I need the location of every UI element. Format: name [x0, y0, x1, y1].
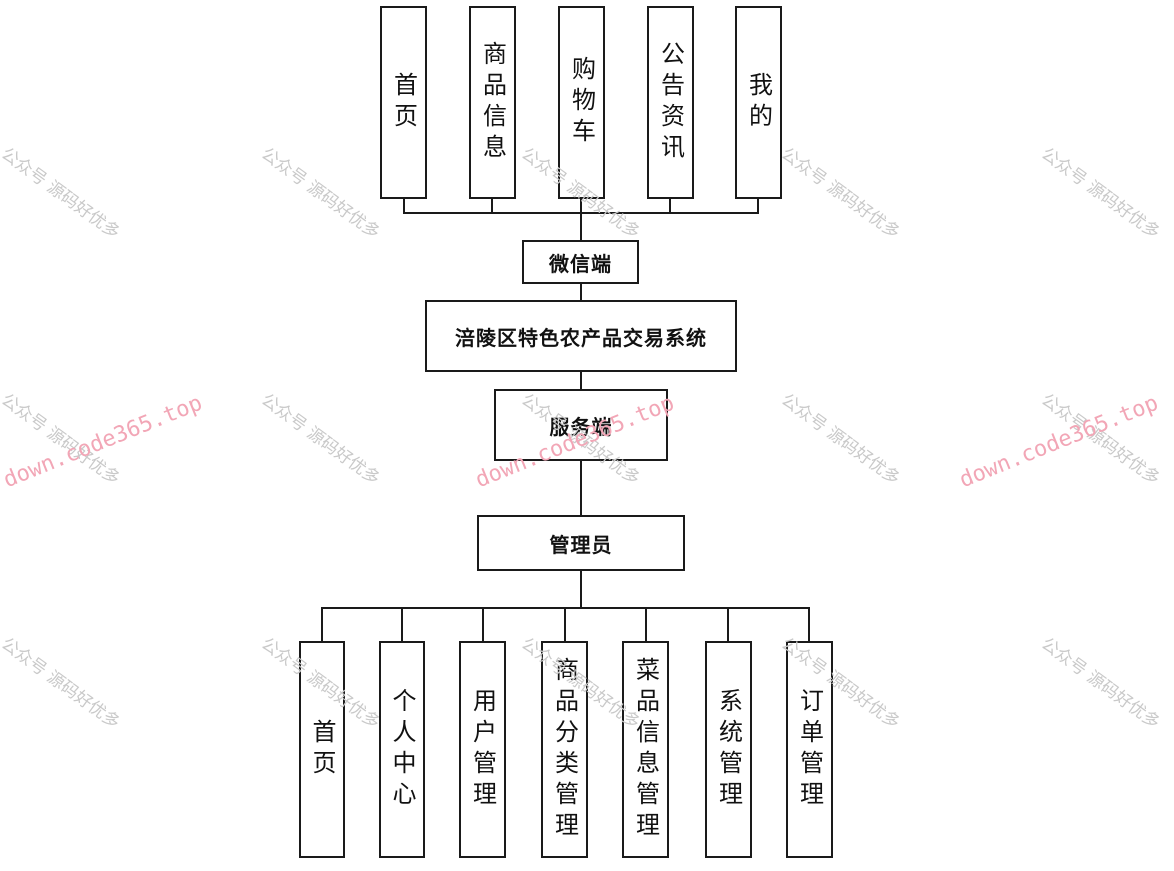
connector — [580, 212, 582, 241]
admin-module-category-management: 商品分类管理 — [541, 641, 588, 858]
admin-module-dish-management: 菜品信息管理 — [622, 641, 669, 858]
admin-module-personal-center: 个人中心 — [379, 641, 425, 858]
node-label: 公告资讯 — [656, 40, 685, 165]
node-label: 菜品信息管理 — [631, 656, 660, 843]
connector — [401, 607, 403, 642]
node-label: 微信端 — [549, 251, 612, 276]
node-label: 首页 — [389, 71, 418, 134]
wechat-page-home: 首页 — [380, 6, 427, 199]
node-label: 管理员 — [549, 532, 613, 557]
connector — [482, 607, 484, 642]
wechat-page-announcements: 公告资讯 — [647, 6, 694, 199]
watermark-text: 公众号 源码好优多 — [0, 144, 124, 244]
watermark-url: down.code365.top — [956, 390, 1162, 494]
node-label: 我的 — [744, 71, 773, 134]
connector — [727, 607, 729, 642]
watermark-url: down.code365.top — [0, 390, 206, 494]
watermark-text: 公众号 源码好优多 — [1037, 390, 1164, 490]
node-label: 商品分类管理 — [550, 656, 579, 843]
connector — [645, 607, 647, 642]
admin-module-user-management: 用户管理 — [459, 641, 506, 858]
system-title-node: 涪陵区特色农产品交易系统 — [425, 300, 737, 372]
connector — [580, 371, 582, 390]
connector — [403, 198, 405, 213]
node-label: 服务端 — [549, 414, 613, 439]
connector — [669, 198, 671, 213]
connector — [808, 607, 810, 642]
wechat-node: 微信端 — [522, 240, 639, 284]
wechat-page-mine: 我的 — [735, 6, 782, 199]
watermark-text: 公众号 源码好优多 — [777, 144, 904, 244]
admin-node: 管理员 — [477, 515, 685, 571]
connector — [580, 198, 582, 213]
connector — [580, 283, 582, 301]
watermark-text: 公众号 源码好优多 — [1037, 634, 1164, 734]
admin-module-order-management: 订单管理 — [786, 641, 833, 858]
node-label: 购物车 — [567, 56, 596, 149]
admin-module-system-management: 系统管理 — [705, 641, 752, 858]
node-label: 首页 — [308, 718, 336, 781]
connector — [321, 607, 323, 642]
node-label: 系统管理 — [714, 687, 743, 812]
watermark-text: 公众号 源码好优多 — [1037, 144, 1164, 244]
connector — [580, 570, 582, 608]
watermark-text: 公众号 源码好优多 — [257, 390, 384, 490]
node-label: 订单管理 — [795, 687, 824, 812]
connector — [491, 198, 493, 213]
node-label: 商品信息 — [478, 40, 507, 165]
watermark-text: 公众号 源码好优多 — [257, 144, 384, 244]
server-node: 服务端 — [494, 389, 668, 461]
watermark-text: 公众号 源码好优多 — [0, 634, 124, 734]
connector — [757, 198, 759, 213]
system-title: 涪陵区特色农产品交易系统 — [455, 325, 707, 350]
watermark-text: 公众号 源码好优多 — [777, 390, 904, 490]
node-label: 用户管理 — [468, 687, 497, 812]
connector — [564, 607, 566, 642]
wechat-page-cart: 购物车 — [558, 6, 605, 199]
admin-module-home: 首页 — [299, 641, 345, 858]
connector — [580, 460, 582, 516]
watermark-text: 公众号 源码好优多 — [0, 390, 124, 490]
wechat-page-product-info: 商品信息 — [469, 6, 516, 199]
node-label: 个人中心 — [388, 687, 416, 812]
